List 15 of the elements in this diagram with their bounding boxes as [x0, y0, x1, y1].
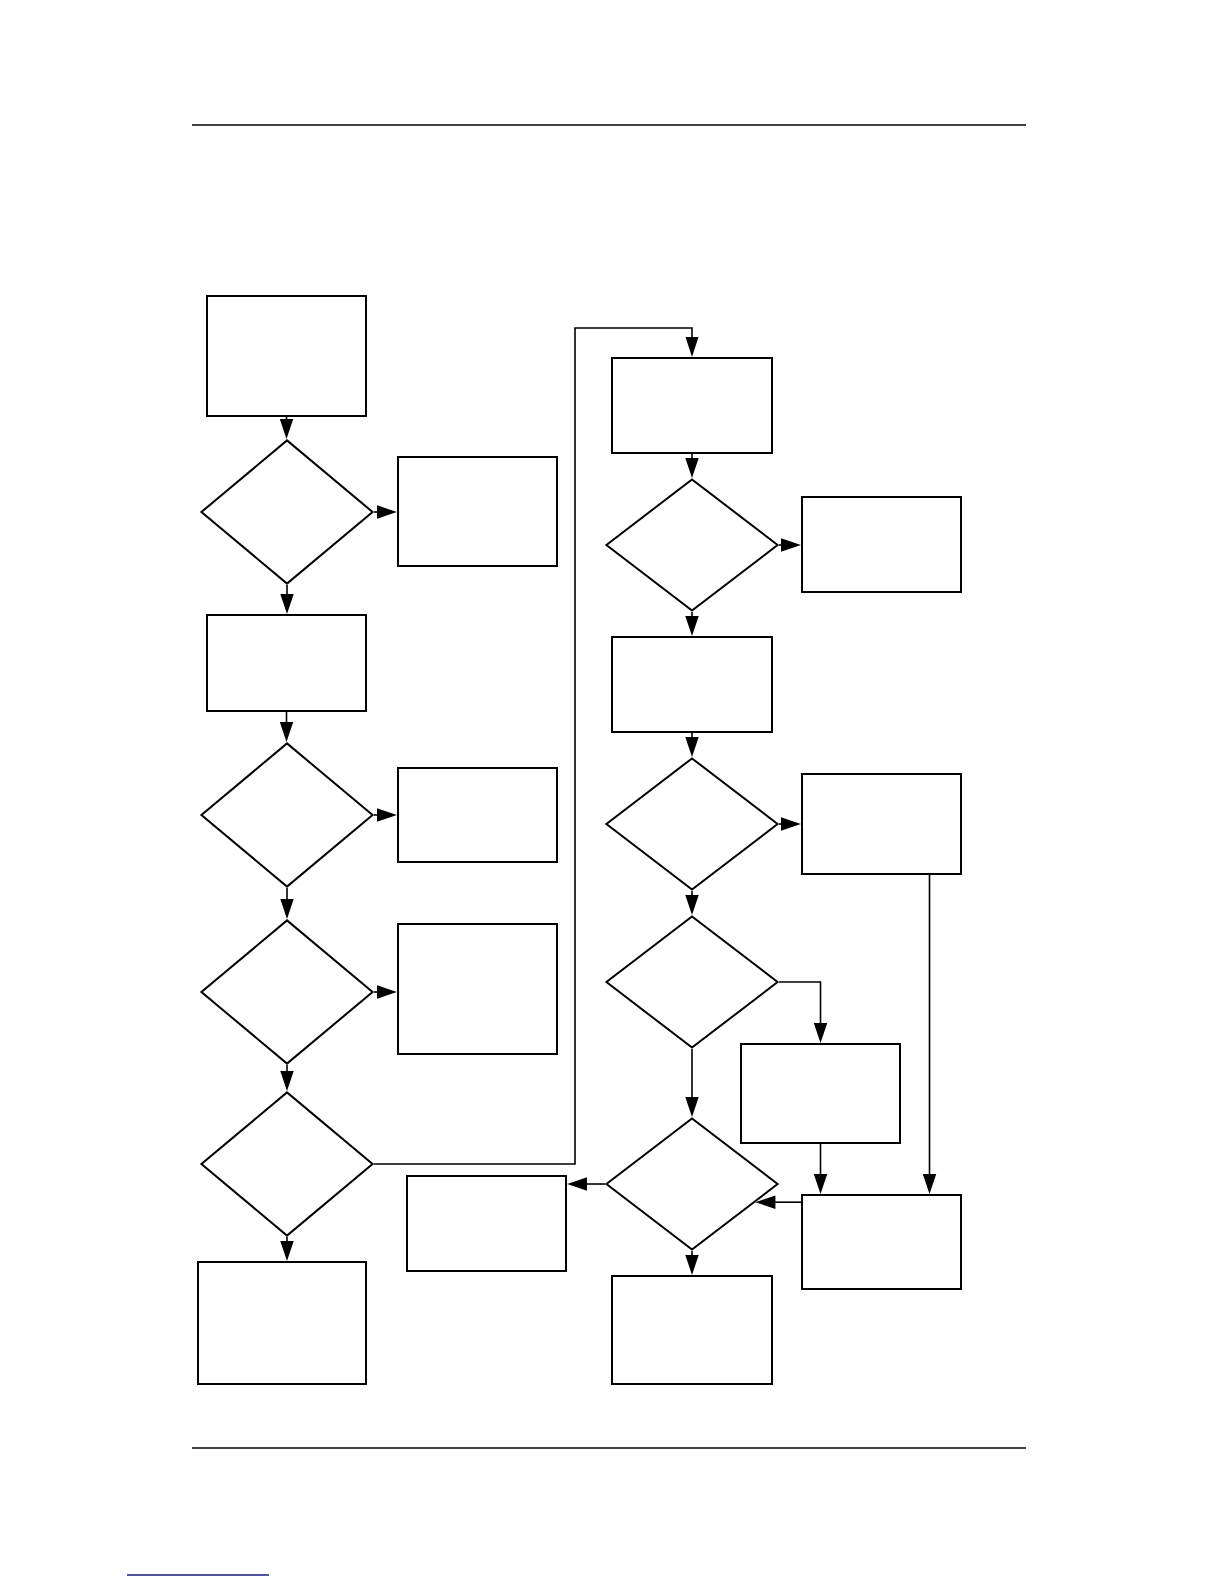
- process-box: [206, 614, 367, 712]
- process-box: [397, 767, 558, 863]
- process-box: [206, 295, 367, 417]
- arrow: [373, 327, 699, 1165]
- process-box: [801, 1194, 962, 1290]
- process-box: [611, 1275, 773, 1385]
- process-box: [197, 1261, 367, 1385]
- process-box: [406, 1175, 567, 1272]
- process-box: [740, 1043, 901, 1144]
- process-box: [611, 636, 773, 733]
- process-box: [801, 496, 962, 593]
- process-box: [397, 923, 558, 1055]
- process-box: [801, 773, 962, 875]
- process-box: [397, 456, 558, 567]
- process-box: [611, 357, 773, 454]
